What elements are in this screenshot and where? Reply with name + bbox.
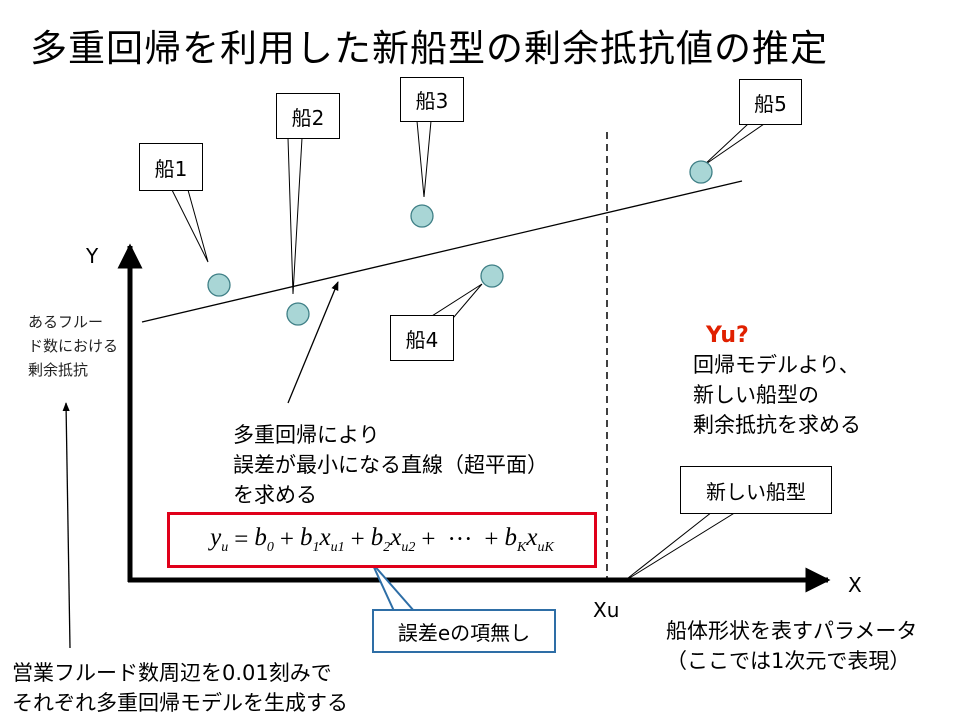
- formula-term-b0: b0: [254, 524, 274, 555]
- formula-term-bk: bKxuK: [504, 524, 554, 555]
- regression-note-line-1: 多重回帰により: [233, 423, 380, 447]
- estimate-note-line-2: 新しい船型の: [693, 383, 819, 407]
- froude-note: 営業フルード数周辺を0.01刻みで それぞれ多重回帰モデルを生成する: [12, 658, 348, 718]
- ship2-point: [286, 302, 310, 326]
- froude-note-line-1: 営業フルード数周辺を0.01刻みで: [12, 661, 332, 685]
- regression-note: 多重回帰により 誤差が最小になる直線（超平面） を求める: [233, 420, 548, 510]
- formula-plus: +: [350, 526, 365, 553]
- x-axis-label: X: [848, 573, 862, 597]
- regression-formula: yu = b0 + b1xu1 + b2xu2 + ··· + bKxuK: [167, 512, 597, 568]
- ship5-callout: 船5: [739, 79, 802, 125]
- formula-term-b1: b1xu1: [300, 524, 345, 555]
- estimate-note-line-1: 回帰モデルより、: [693, 353, 860, 377]
- y-desc-line-2: ド数における: [28, 337, 119, 355]
- parameter-note: 船体形状を表すパラメータ （ここでは1次元で表現）: [666, 616, 917, 676]
- y-desc-line-1: あるフルー: [28, 313, 104, 331]
- regression-note-line-2: 誤差が最小になる直線（超平面）: [233, 453, 548, 477]
- formula-equals: =: [234, 526, 249, 553]
- ship2-callout: 船2: [276, 93, 340, 139]
- formula-term-b2: b2xu2: [370, 524, 416, 555]
- ship5-point: [689, 160, 713, 184]
- formula-term-yu: yu: [210, 524, 229, 555]
- page-title: 多重回帰を利用した新船型の剰余抵抗値の推定: [30, 27, 828, 70]
- regression-note-arrow: [287, 281, 339, 404]
- ship1-pointer: [171, 189, 209, 263]
- xu-tick-label: Xu: [593, 598, 620, 622]
- ship1-callout: 船1: [139, 143, 203, 191]
- y-desc-line-3: 剰余抵抗: [28, 361, 89, 379]
- yu-estimate-label: Yu?: [706, 323, 749, 348]
- parameter-note-line-1: 船体形状を表すパラメータ: [666, 619, 918, 643]
- regression-note-line-3: を求める: [233, 483, 317, 507]
- estimate-note: 回帰モデルより、 新しい船型の 剰余抵抗を求める: [693, 350, 861, 440]
- ship5-pointer: [702, 123, 766, 167]
- ship3-point: [410, 204, 434, 228]
- no-error-callout: 誤差eの項無し: [372, 609, 556, 653]
- no-error-pointer: [371, 562, 417, 612]
- ship3-pointer: [416, 120, 432, 198]
- y-axis-description: あるフルー ド数における 剰余抵抗: [28, 310, 118, 382]
- new-ship-pointer: [622, 511, 738, 583]
- estimate-note-line-3: 剰余抵抗を求める: [693, 413, 861, 437]
- ship4-callout: 船4: [390, 315, 454, 361]
- ship1-point: [207, 273, 231, 297]
- formula-plus: +: [421, 526, 436, 553]
- y-axis-label: Y: [86, 244, 99, 268]
- formula-plus: +: [484, 526, 499, 553]
- regression-line: [141, 180, 743, 323]
- ship2-pointer: [287, 137, 303, 295]
- parameter-note-line-2: （ここでは1次元で表現）: [666, 649, 911, 673]
- froude-note-line-2: それぞれ多重回帰モデルを生成する: [12, 691, 348, 715]
- ship3-callout: 船3: [400, 77, 464, 122]
- ship4-point: [480, 264, 504, 288]
- formula-plus: +: [279, 526, 294, 553]
- new-ship-callout: 新しい船型: [680, 466, 832, 514]
- froude-note-arrow: [62, 402, 71, 649]
- formula-ellipsis: ···: [447, 526, 473, 553]
